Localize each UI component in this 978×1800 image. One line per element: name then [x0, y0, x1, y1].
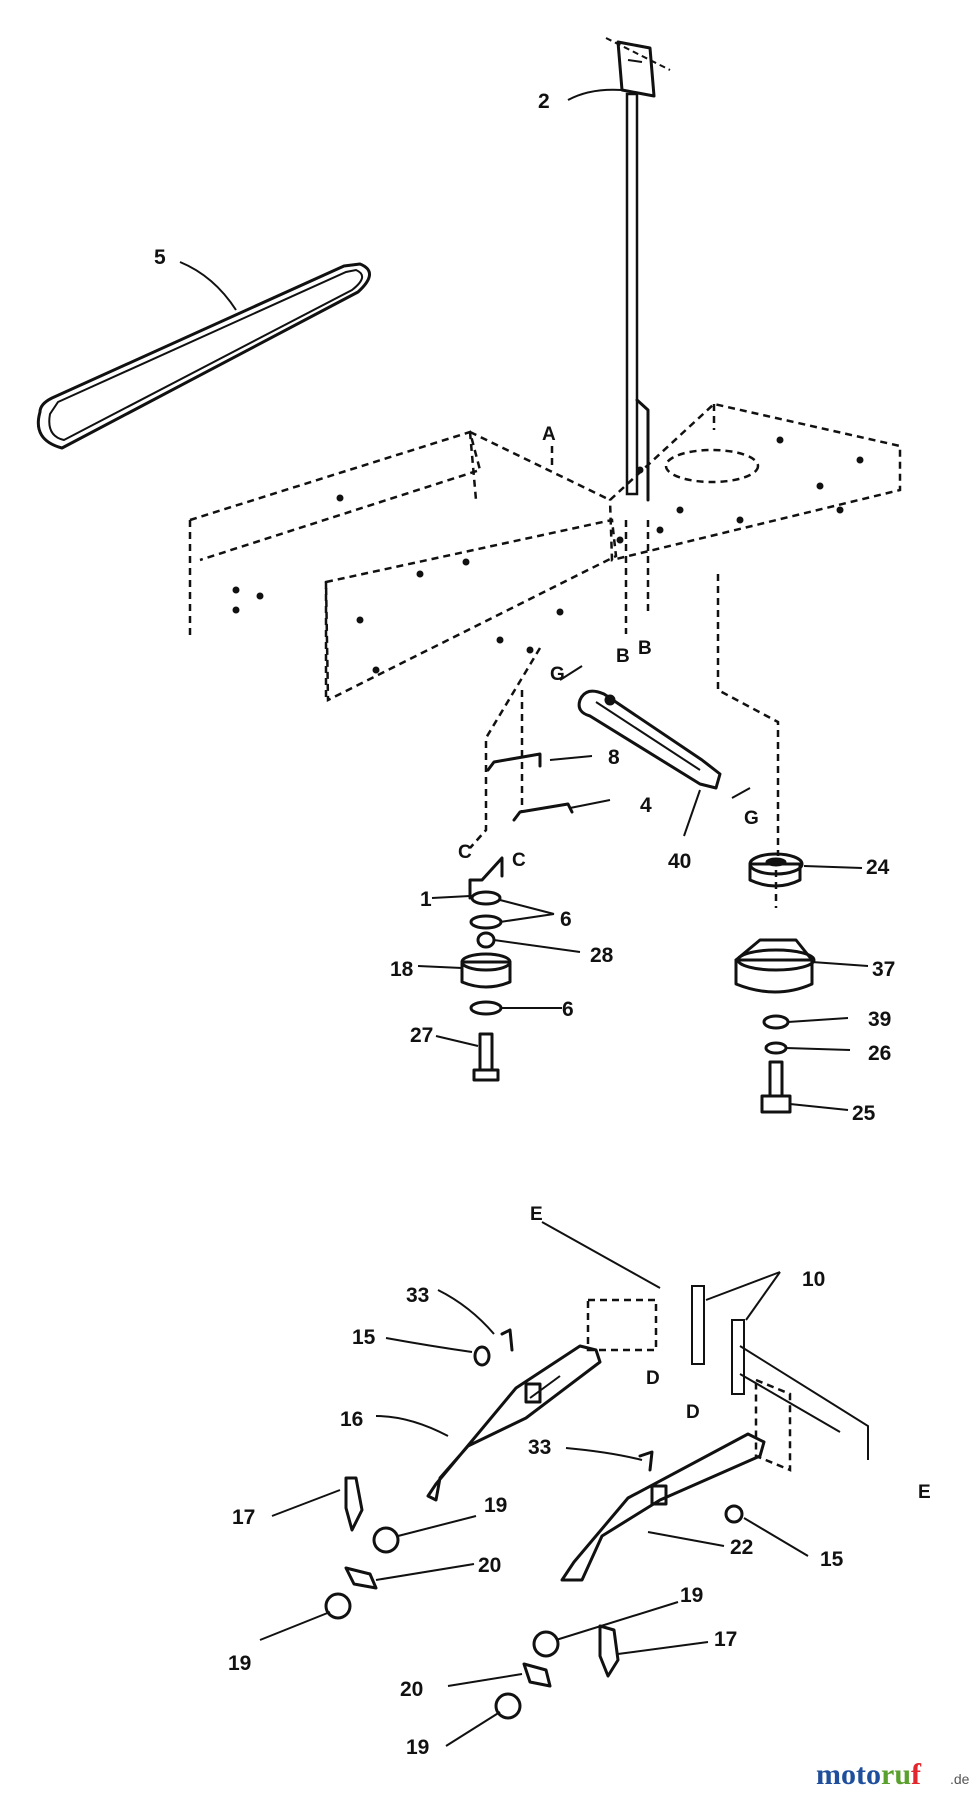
callout-17-right: 17: [714, 1628, 737, 1651]
callout-40: 40: [668, 850, 691, 873]
callout-19-a: 19: [484, 1494, 507, 1517]
callout-10: 10: [802, 1268, 825, 1291]
watermark-letter: m: [816, 1758, 841, 1791]
callout-17-left: 17: [232, 1506, 255, 1529]
ref-E-lower: E: [918, 1482, 931, 1503]
frame: [188, 402, 902, 703]
ref-E-upper: E: [530, 1204, 543, 1225]
callout-39: 39: [868, 1008, 891, 1031]
ref-G-upper: G: [550, 664, 565, 685]
callout-16: 16: [340, 1408, 363, 1431]
watermark-letter: r: [881, 1758, 894, 1791]
callout-15-lower: 15: [820, 1548, 844, 1571]
callout-19-b: 19: [228, 1652, 251, 1675]
callout-33-upper: 33: [406, 1284, 429, 1307]
ref-B-left: B: [616, 646, 630, 667]
callout-6-upper: 6: [560, 908, 572, 931]
watermark-letter: f: [911, 1758, 922, 1791]
callout-2: 2: [538, 90, 550, 113]
callout-18: 18: [390, 958, 414, 981]
callout-19-c: 19: [680, 1584, 703, 1607]
callout-8: 8: [608, 746, 620, 769]
callout-19-d: 19: [406, 1736, 429, 1759]
callout-leaders: [179, 88, 869, 1747]
right-pulley-stack: [734, 852, 816, 1114]
callout-20-lower: 20: [400, 1678, 423, 1701]
ref-D-lower: D: [686, 1402, 700, 1423]
callout-20-upper: 20: [478, 1554, 501, 1577]
ref-C-left: C: [458, 842, 472, 863]
watermark-letter: t: [856, 1758, 866, 1791]
callout-15-upper: 15: [352, 1326, 376, 1349]
ref-D-upper: D: [646, 1368, 660, 1389]
left-pulley-stack: [460, 890, 512, 1082]
callout-6-lower: 6: [562, 998, 574, 1021]
part-2-rod: [605, 37, 671, 502]
reference-letters: A B B G G C C E E D D: [458, 424, 931, 1503]
callout-27: 27: [410, 1024, 433, 1047]
callout-22: 22: [730, 1536, 753, 1559]
ref-G-lower: G: [744, 808, 759, 829]
watermark-suffix: .de: [950, 1771, 970, 1787]
watermark-letter: o: [841, 1758, 856, 1791]
callout-1: 1: [420, 888, 432, 911]
callout-25: 25: [852, 1102, 876, 1125]
lower-assembly: [324, 1221, 869, 1720]
ref-C-right: C: [512, 850, 526, 871]
callout-labels: 2 5 8 4 40 24 1 6 28 18 6 27 37 39 26 25…: [154, 90, 895, 1759]
callout-4: 4: [640, 794, 652, 817]
callout-33-lower: 33: [528, 1436, 551, 1459]
reference-lines: [469, 446, 780, 908]
callout-24: 24: [866, 856, 890, 879]
callout-37: 37: [872, 958, 895, 981]
ref-B-right: B: [638, 638, 652, 659]
watermark-letter: o: [866, 1758, 881, 1791]
part-40-idler-arm: [577, 689, 722, 790]
svg-text:motoruf: motoruf: [816, 1758, 922, 1791]
ref-A: A: [542, 424, 556, 445]
part-5-belt: [36, 262, 371, 450]
callout-5: 5: [154, 246, 166, 269]
callout-28: 28: [590, 944, 614, 967]
watermark-logo: motoruf .de: [816, 1758, 970, 1791]
callout-26: 26: [868, 1042, 891, 1065]
watermark-letter: u: [894, 1758, 911, 1791]
